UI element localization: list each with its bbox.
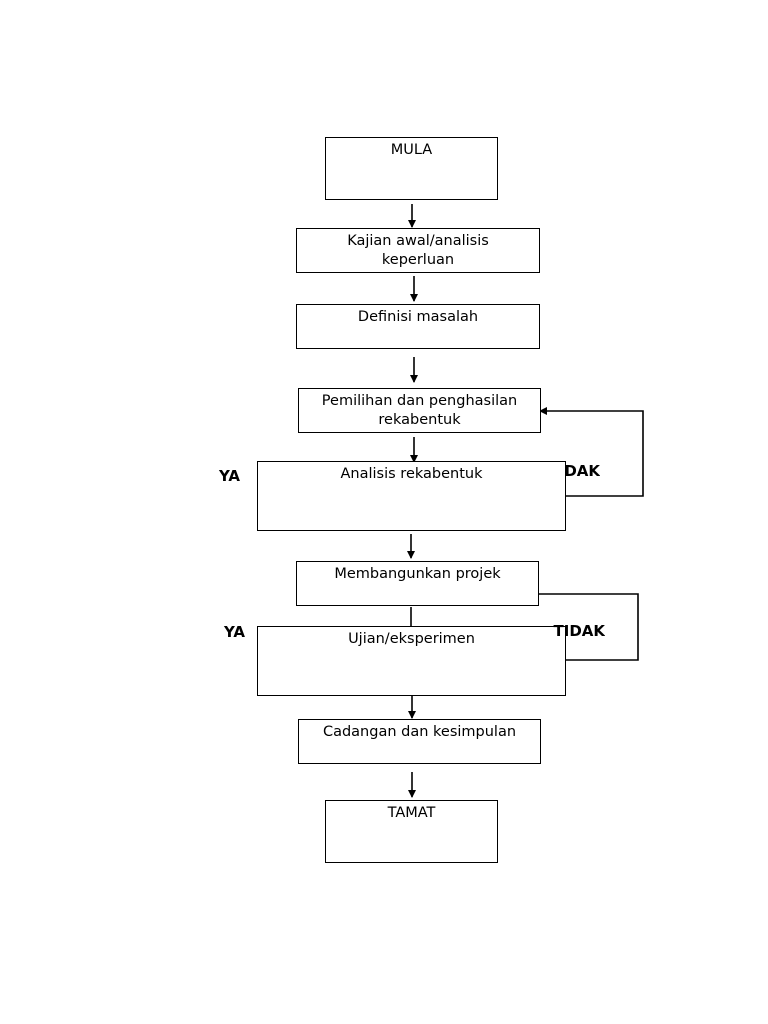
- label-no-2: TIDAK: [552, 622, 606, 640]
- step-design-selection: Pemilihan dan penghasilan rekabentuk: [298, 388, 541, 433]
- step-recommendation-text: Cadangan dan kesimpulan: [322, 724, 517, 740]
- step-end-text: TAMAT: [387, 805, 436, 821]
- feedback-loop-testing: [538, 593, 639, 661]
- label-yes-2: YA: [224, 623, 246, 641]
- step-start: MULA: [325, 137, 498, 200]
- step-testing-text: Ujian/eksperimen: [348, 631, 475, 647]
- step-end: TAMAT: [325, 800, 498, 863]
- step-testing: Ujian/eksperimen: [257, 626, 566, 696]
- label-no-1: TIDAK: [566, 462, 600, 480]
- step-problem-definition: Definisi masalah: [296, 304, 540, 349]
- step-build-project: Membangunkan projek: [296, 561, 539, 606]
- step-problem-definition-text: Definisi masalah: [357, 309, 479, 325]
- step-recommendation: Cadangan dan kesimpulan: [298, 719, 541, 764]
- step-design-analysis-text: Analisis rekabentuk: [340, 466, 483, 482]
- label-no-2-text: TIDAK: [553, 622, 606, 640]
- label-yes-1: YA: [219, 467, 241, 485]
- step-design-selection-text: Pemilihan dan penghasilan rekabentuk: [321, 393, 518, 428]
- step-build-project-text: Membangunkan projek: [334, 566, 501, 582]
- feedback-loop-design: [539, 407, 644, 497]
- step-requirements-text: Kajian awal/analisis keperluan: [347, 233, 489, 268]
- step-requirements: Kajian awal/analisis keperluan: [296, 228, 540, 273]
- step-start-text: MULA: [390, 142, 433, 158]
- label-no-1-text: TIDAK: [566, 462, 600, 480]
- step-design-analysis: Analisis rekabentuk: [257, 461, 566, 531]
